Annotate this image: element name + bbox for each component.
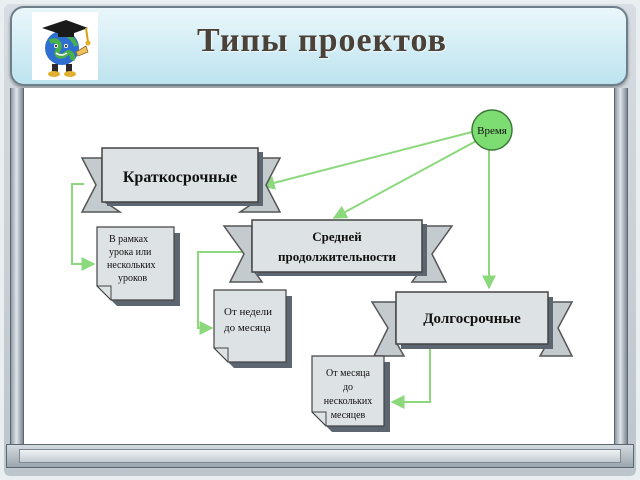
banner-medium: Средней продолжительности (222, 219, 454, 283)
note-long-line2: до (343, 382, 353, 393)
board-base (6, 444, 634, 468)
globe-graduate-icon (42, 20, 91, 77)
banner-long-label: Долгосрочные (423, 311, 521, 327)
connectors (71, 131, 496, 409)
note-medium: От недели до месяца (213, 289, 292, 368)
banner-medium-label-line2: продолжительности (278, 249, 396, 264)
banner-short-label: Краткосрочные (123, 169, 237, 186)
note-long: От месяца до нескольких месяцев (311, 355, 390, 432)
note-medium-line2: до месяца (224, 322, 271, 334)
banner-short: Краткосрочные (80, 147, 282, 213)
banner-medium-label-line1: Средней (312, 229, 362, 244)
note-short-line4: уроков (118, 273, 147, 284)
note-short: В рамках урока или нескольких уроков (96, 226, 180, 306)
note-long-line3: нескольких (324, 396, 372, 407)
note-short-line1: В рамках (109, 234, 148, 245)
connector-time-short (260, 131, 473, 190)
note-short-line2: урока или (109, 247, 152, 258)
time-node-label: Время (477, 125, 507, 137)
banner-long: Долгосрочные (370, 291, 574, 357)
time-node: Время (471, 109, 513, 151)
note-medium-line1: От недели (224, 306, 272, 318)
connector-long-note (390, 348, 431, 409)
board-base-inner (19, 449, 621, 463)
note-short-line3: нескольких (107, 260, 155, 271)
left-pillar (10, 88, 24, 444)
page-title: Типы проектов (196, 22, 447, 59)
connector-medium-note (197, 251, 252, 335)
connector-short-note (71, 183, 96, 271)
connector-time-medium (332, 139, 479, 219)
right-pillar (614, 88, 628, 444)
note-long-line4: месяцев (331, 410, 366, 421)
logo (32, 12, 98, 80)
header-bar: Типы проектов (10, 6, 628, 86)
note-long-line1: От месяца (326, 368, 370, 379)
